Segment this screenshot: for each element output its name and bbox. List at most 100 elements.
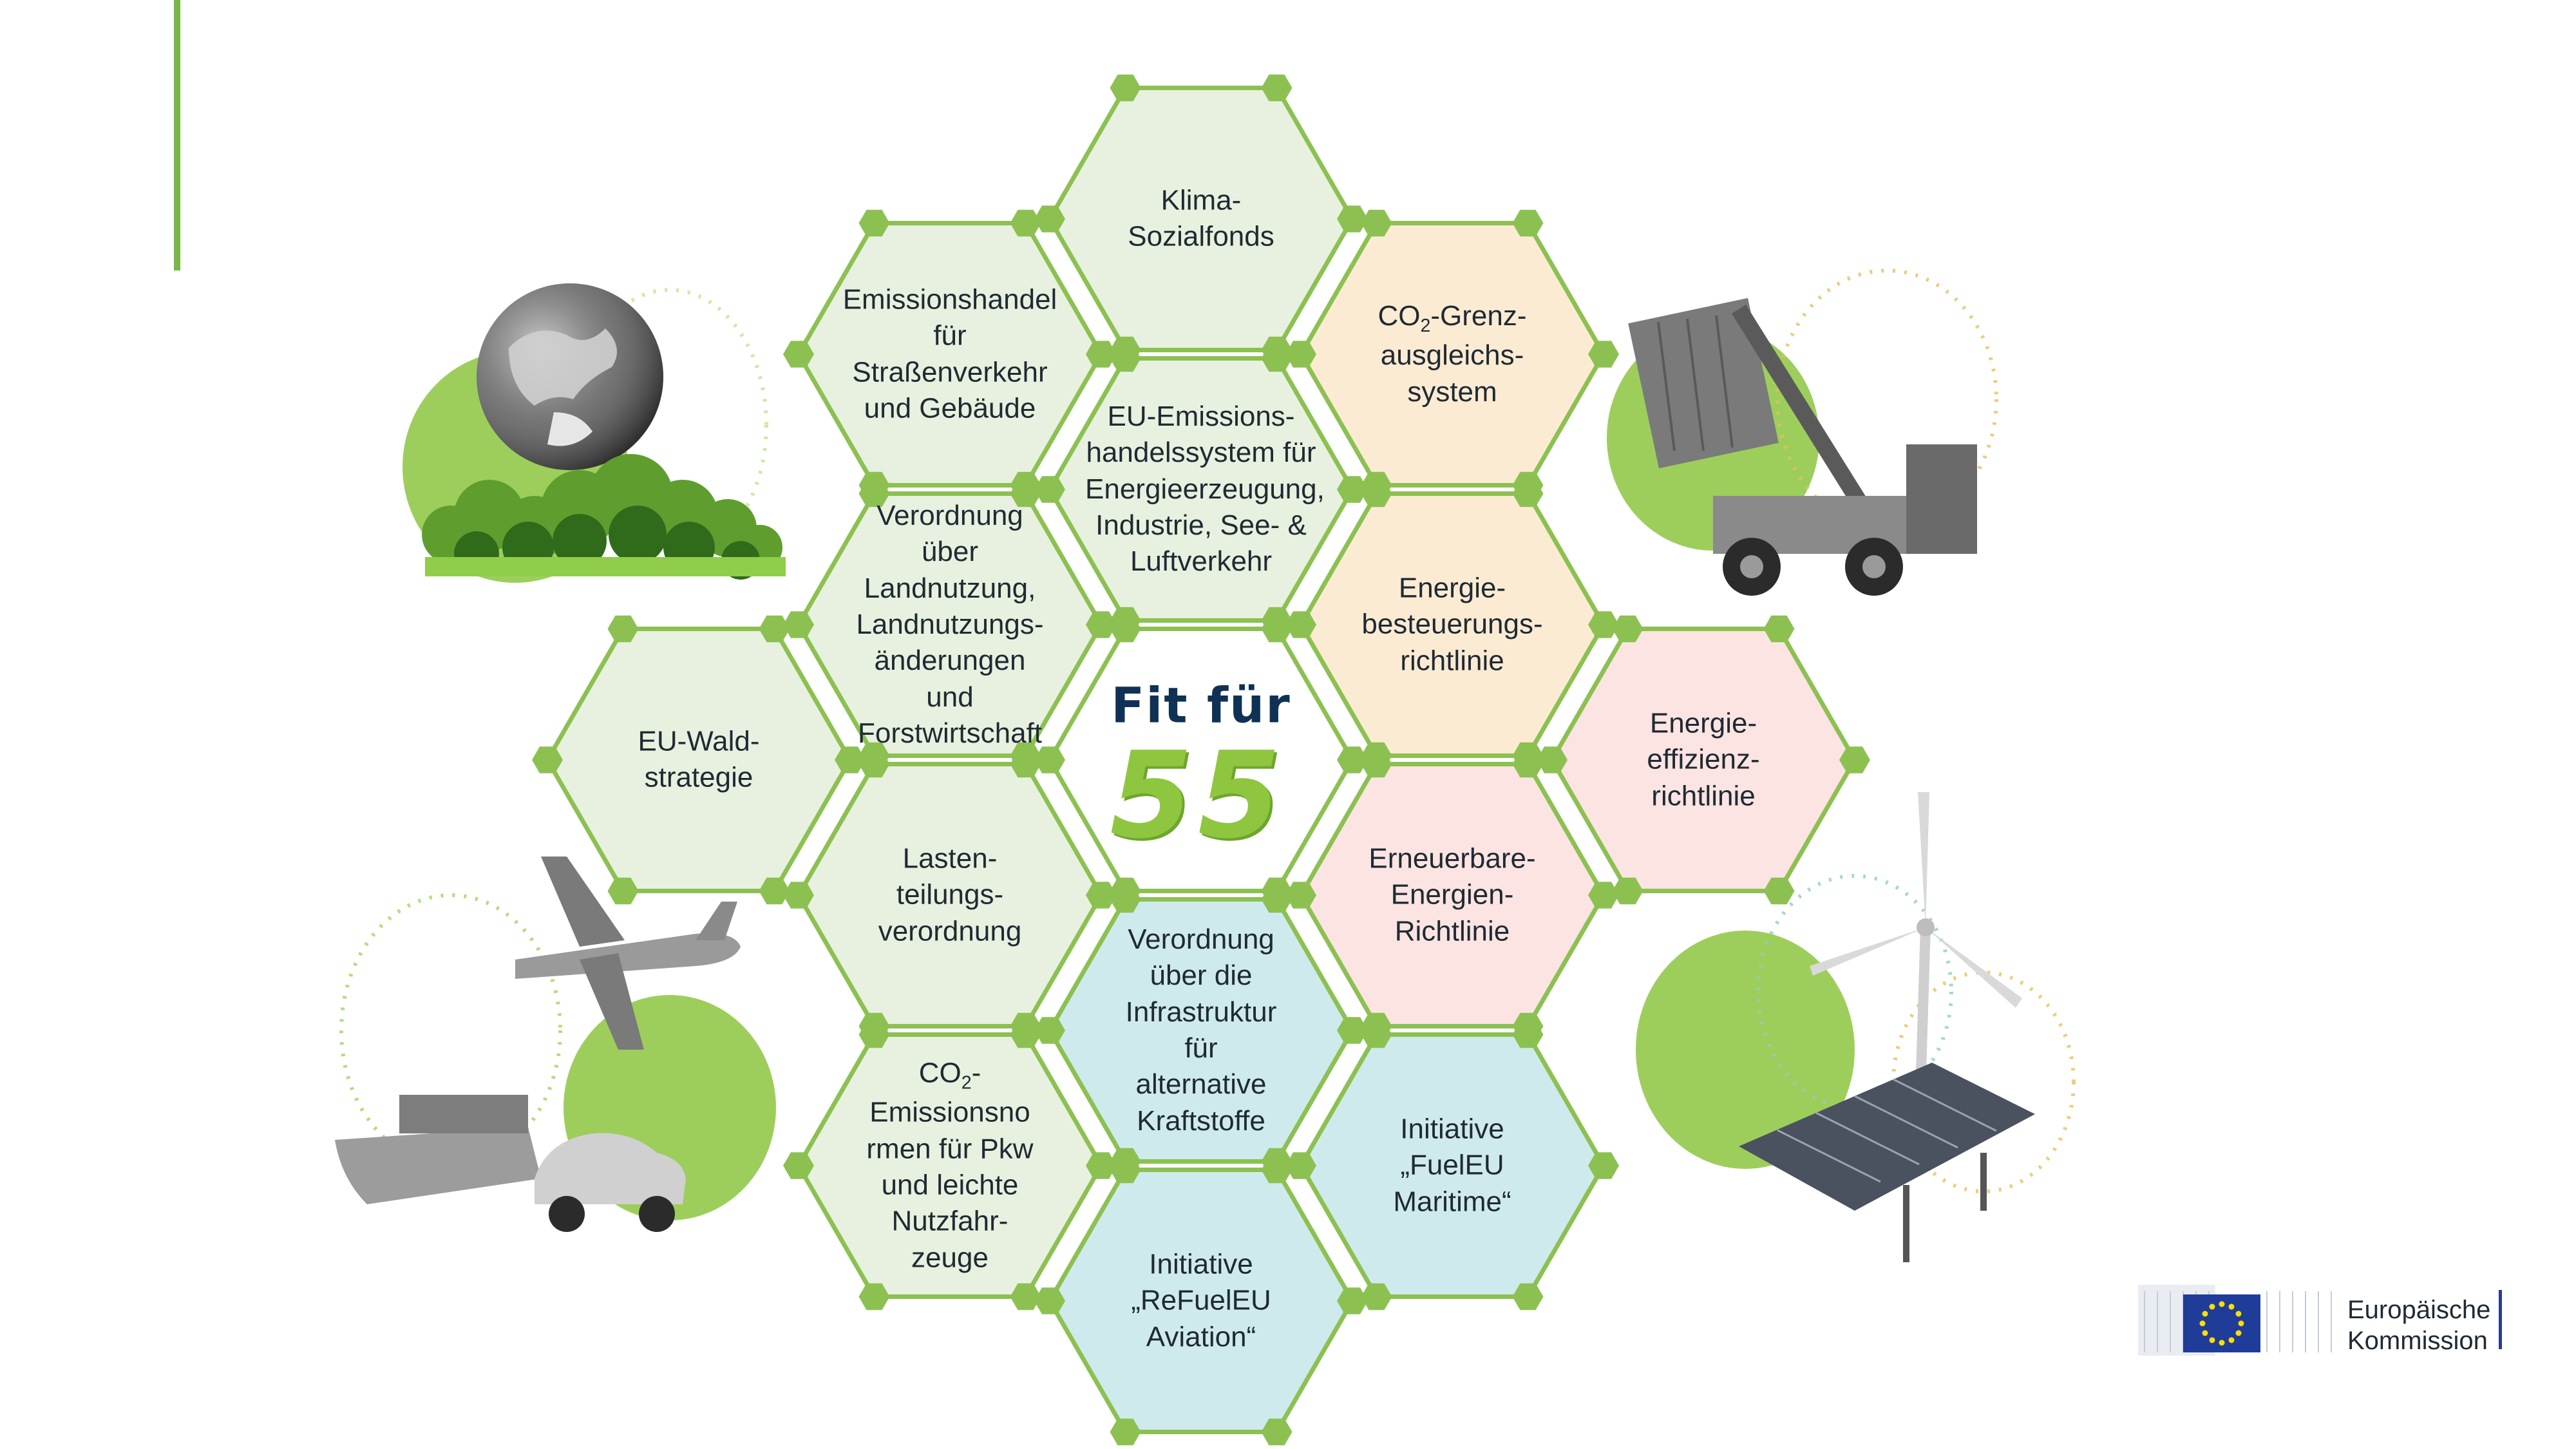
hex-label-lastenteilung: Lasten- teilungs- verordnung bbox=[878, 842, 1022, 947]
connector-node bbox=[1588, 1152, 1619, 1179]
connector-node bbox=[1261, 886, 1293, 913]
connector-node bbox=[1261, 345, 1293, 372]
connector-node bbox=[1086, 1152, 1117, 1179]
connector-node bbox=[1034, 205, 1065, 232]
eu-star-icon bbox=[2235, 1311, 2242, 1317]
connector-node bbox=[858, 209, 890, 237]
connector-node bbox=[1034, 1017, 1065, 1044]
connector-node bbox=[1285, 1152, 1316, 1179]
connector-node bbox=[1361, 480, 1392, 507]
earth-icon bbox=[402, 283, 786, 583]
connector-node bbox=[607, 615, 639, 643]
hex-label-fueleu-maritime: Initiative „FuelEU Maritime“ bbox=[1393, 1113, 1511, 1218]
hex-label-refueleu-aviation: Initiative „ReFuelEU Aviation“ bbox=[1131, 1248, 1271, 1353]
hex-label-energieeffizienz: Energie- effizienz- richtlinie bbox=[1647, 707, 1760, 812]
connector-node bbox=[1512, 480, 1544, 507]
connector-node bbox=[1110, 1156, 1141, 1184]
connector-node bbox=[1110, 345, 1141, 372]
logo-text: Europäische Kommission bbox=[2347, 1294, 2490, 1356]
connector-node bbox=[1261, 1418, 1293, 1446]
connector-node bbox=[783, 1152, 814, 1179]
connector-node bbox=[835, 746, 866, 773]
connector-node bbox=[1512, 750, 1544, 778]
eu-logo-icon bbox=[2138, 1285, 2332, 1356]
eu-star-icon bbox=[2235, 1330, 2242, 1336]
hex-label-co2-grenzausgleich: CO2-Grenz- ausgleichs- system bbox=[1378, 299, 1527, 408]
connector-node bbox=[1763, 877, 1795, 905]
center-number: 55 bbox=[1110, 726, 1286, 865]
connector-node bbox=[1612, 877, 1643, 905]
hex-label-afir: Verordnung über die Infrastruktur für al… bbox=[1125, 923, 1277, 1137]
connector-node bbox=[1612, 615, 1643, 643]
connector-node bbox=[1588, 882, 1619, 909]
connector-node bbox=[1763, 615, 1795, 643]
connector-node bbox=[1337, 476, 1368, 503]
connector-node bbox=[1839, 746, 1870, 773]
connector-node bbox=[1086, 341, 1117, 368]
connector-node bbox=[1337, 205, 1368, 232]
connector-node bbox=[1337, 1287, 1368, 1314]
connector-node bbox=[1361, 209, 1392, 237]
eu-star-icon bbox=[2202, 1311, 2208, 1317]
connector-node bbox=[1512, 1283, 1544, 1311]
eu-star-icon bbox=[2238, 1320, 2244, 1327]
hex-label-eu-waldstrategie: EU-Wald- strategie bbox=[638, 725, 760, 793]
eu-star-icon bbox=[2219, 1340, 2225, 1346]
connector-node bbox=[1361, 1021, 1392, 1048]
connector-node bbox=[858, 480, 890, 507]
connector-node bbox=[858, 750, 890, 778]
connector-node bbox=[1110, 1418, 1141, 1446]
eu-star-icon bbox=[2209, 1303, 2215, 1310]
eu-star-icon bbox=[2219, 1301, 2225, 1307]
logo-line2: Kommission bbox=[2347, 1327, 2488, 1355]
connector-node bbox=[1010, 1021, 1041, 1048]
connector-node bbox=[1034, 1287, 1065, 1314]
connector-node bbox=[1512, 1021, 1544, 1048]
crane-icon bbox=[1607, 269, 1998, 596]
logo-line1: Europäische bbox=[2347, 1296, 2491, 1324]
hex-label-lulucf: Verordnung über Landnutzung, Landnutzung… bbox=[856, 499, 1044, 749]
connector-node bbox=[1110, 607, 1141, 634]
connector-node bbox=[1512, 209, 1544, 237]
connector-node bbox=[783, 341, 814, 368]
connector-node bbox=[1285, 341, 1316, 368]
connector-node bbox=[783, 611, 814, 638]
hex-label-emissionshandel-strassenverkehr: Emissionshandel für Straßenverkehr und G… bbox=[842, 283, 1057, 424]
connector-node bbox=[607, 877, 639, 905]
connector-node bbox=[1010, 1283, 1041, 1311]
hex-label-energiebesteuerung: Energie- besteuerungs- richtlinie bbox=[1361, 572, 1543, 677]
wind-solar-icon bbox=[1636, 792, 2076, 1262]
logo-divider bbox=[2499, 1290, 2502, 1349]
connector-node bbox=[1034, 476, 1065, 503]
center-title: Fit für bbox=[1111, 676, 1291, 734]
connector-node bbox=[1010, 750, 1041, 778]
connector-node bbox=[1261, 1156, 1293, 1184]
accent-line bbox=[174, 0, 180, 270]
connector-node bbox=[1588, 611, 1619, 638]
hex-label-eu-ets: EU-Emissions- handelssystem für Energiee… bbox=[1085, 401, 1325, 578]
connector-node bbox=[1034, 746, 1065, 773]
connector-node bbox=[1285, 611, 1316, 638]
eu-star-icon bbox=[2228, 1337, 2235, 1343]
connector-node bbox=[1337, 746, 1368, 773]
connector-node bbox=[1110, 886, 1141, 913]
connector-node bbox=[1337, 1017, 1368, 1044]
connector-node bbox=[759, 615, 790, 643]
hex-label-klima-sozialfonds: Klima- Sozialfonds bbox=[1128, 184, 1274, 252]
eu-star-icon bbox=[2228, 1303, 2235, 1310]
eu-star-icon bbox=[2199, 1320, 2206, 1327]
connector-node bbox=[1537, 746, 1567, 773]
connector-node bbox=[858, 1021, 890, 1048]
connector-node bbox=[1588, 341, 1619, 368]
connector-node bbox=[1261, 607, 1293, 634]
connector-node bbox=[1361, 750, 1392, 778]
connector-node bbox=[858, 1283, 890, 1311]
eu-star-icon bbox=[2202, 1330, 2208, 1336]
connector-node bbox=[759, 877, 790, 905]
hex-label-erneuerbare: Erneuerbare- Energien- Richtlinie bbox=[1368, 842, 1536, 947]
connector-node bbox=[1010, 480, 1041, 507]
connector-node bbox=[1110, 74, 1141, 102]
connector-node bbox=[783, 882, 814, 909]
